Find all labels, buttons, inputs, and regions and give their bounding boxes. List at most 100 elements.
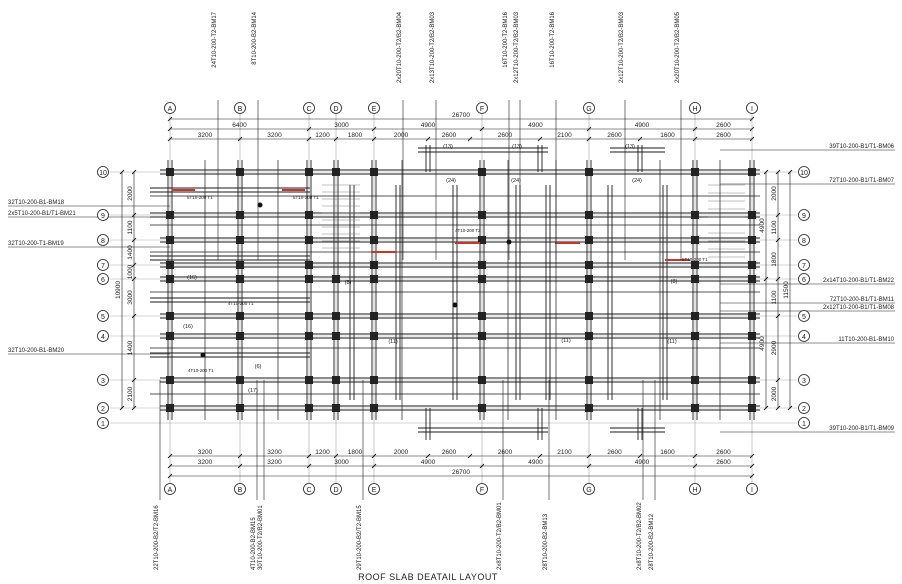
grid-label-1: 1 bbox=[101, 421, 105, 428]
right-dim-secondary-tick bbox=[763, 405, 769, 411]
grid-bubble-f bbox=[476, 102, 488, 114]
grid-label-i: I bbox=[751, 487, 753, 494]
grid-bubble-10 bbox=[97, 166, 109, 178]
right-dim-overall-tick bbox=[787, 169, 793, 175]
grid-label-10: 10 bbox=[800, 170, 808, 177]
column bbox=[166, 404, 174, 412]
grid-bubble-8 bbox=[798, 234, 810, 246]
callout-bottom: 28T10-200-B2-BM12 bbox=[649, 513, 655, 570]
callout-right: 39T10-200-B1/T1-BM06 bbox=[829, 144, 894, 150]
right-dim-segments-tick bbox=[775, 169, 781, 175]
top-dim-row-b-tick bbox=[237, 136, 243, 142]
grid-label-f: F bbox=[480, 106, 484, 113]
column bbox=[370, 312, 378, 320]
column bbox=[236, 404, 244, 412]
column bbox=[370, 376, 378, 384]
grid-label-8: 8 bbox=[802, 238, 806, 245]
grid-bubble-i bbox=[746, 102, 758, 114]
grid-label-6: 6 bbox=[802, 277, 806, 284]
top-dim-row-a-tick bbox=[479, 126, 485, 132]
bottom-dim-row-a-tick bbox=[333, 453, 339, 459]
column bbox=[748, 404, 756, 412]
column bbox=[748, 312, 756, 320]
column bbox=[305, 404, 313, 412]
left-dim-segments-text: 1400 bbox=[127, 340, 134, 355]
right-dim-secondary-text: 4900 bbox=[759, 336, 766, 351]
grid-bubble-10 bbox=[798, 166, 810, 178]
grid-bubble-3 bbox=[97, 374, 109, 386]
right-dim-segments-text: 1800 bbox=[771, 252, 778, 267]
left-dim-segments-tick bbox=[131, 262, 137, 268]
column bbox=[691, 261, 699, 269]
rebar-dot bbox=[200, 352, 206, 358]
grid-label-2: 2 bbox=[802, 406, 806, 413]
top-dim-row-b-text: 3200 bbox=[198, 132, 213, 139]
bottom-dim-row-b-tick bbox=[692, 463, 698, 469]
column bbox=[166, 236, 174, 244]
grid-label-f: F bbox=[480, 487, 484, 494]
column bbox=[236, 376, 244, 384]
bar-tag: (24) bbox=[511, 178, 521, 184]
callout-top: 16T10-200-T2-BM16 bbox=[503, 11, 509, 67]
column bbox=[478, 404, 486, 412]
column bbox=[585, 312, 593, 320]
column bbox=[332, 376, 340, 384]
rebar-lines bbox=[150, 160, 760, 420]
callout-left: 32T10-200-T1-BM19 bbox=[8, 241, 64, 247]
column bbox=[478, 261, 486, 269]
column bbox=[236, 275, 244, 283]
column bbox=[585, 332, 593, 340]
bottom-dim-row-a-text: 1200 bbox=[315, 449, 330, 456]
callout-top: 2x13T10-200-T2/B2-BM03 bbox=[430, 11, 436, 83]
right-dim-segments-tick bbox=[775, 313, 781, 319]
column bbox=[332, 275, 340, 283]
bottom-dim-row-a-tick bbox=[586, 453, 592, 459]
top-dim-row-b-tick bbox=[637, 136, 643, 142]
bottom-dim-row-a-text: 2600 bbox=[716, 449, 731, 456]
callout-top: 2x12T10-200-T2/B2-BM03 bbox=[619, 11, 625, 83]
grid-label-e: E bbox=[372, 106, 377, 113]
bar-tag: (11) bbox=[667, 339, 677, 345]
grid-label-4: 4 bbox=[802, 334, 806, 341]
callout-bottom: 4T10-200-B2-BM15 bbox=[251, 517, 257, 570]
grid-label-d: D bbox=[333, 487, 338, 494]
left-dim-segments-tick bbox=[131, 405, 137, 411]
top-dim-row-b-tick bbox=[537, 136, 543, 142]
column bbox=[305, 211, 313, 219]
top-dim-row-a-tick bbox=[306, 126, 312, 132]
grid-bubble-4 bbox=[97, 330, 109, 342]
callout-bottom: 29T10-200-B2/T2-BM15 bbox=[357, 505, 363, 570]
right-dim-segments-tick bbox=[775, 237, 781, 243]
column bbox=[748, 168, 756, 176]
structural-framing bbox=[150, 145, 760, 440]
grid-bubble-g bbox=[583, 483, 595, 495]
grid-bubble-2 bbox=[798, 402, 810, 414]
bar-tag: (24) bbox=[632, 178, 642, 184]
bar-tags: (13)(13)(13)(24)(24)(24)(11)(11)(11)(16)… bbox=[183, 144, 708, 394]
rebar-note: 5T10-200 T1 bbox=[293, 195, 319, 200]
grid-label-10: 10 bbox=[99, 170, 107, 177]
column bbox=[166, 312, 174, 320]
column bbox=[305, 312, 313, 320]
callout-top: 2x20T10-200-T2/B2-BM04 bbox=[397, 11, 403, 83]
bottom-dim-row-b-text: 4900 bbox=[528, 459, 543, 466]
bottom-dim-row-a-text: 2100 bbox=[557, 449, 572, 456]
left-dim-segments-text: 1000 bbox=[127, 264, 134, 279]
column bbox=[478, 376, 486, 384]
column bbox=[305, 275, 313, 283]
top-dim-row-a-text: 3000 bbox=[334, 122, 349, 129]
bottom-dim-overall-text: 26700 bbox=[452, 469, 470, 476]
grid-label-d: D bbox=[333, 106, 338, 113]
drawing-title: ROOF SLAB DEATAIL LAYOUT bbox=[358, 572, 498, 582]
bottom-dim-row-b-text: 2600 bbox=[716, 459, 731, 466]
bottom-dim-row-b-text: 3000 bbox=[334, 459, 349, 466]
callout-top: 2x12T10-200-T2/B2-BM03 bbox=[514, 11, 520, 83]
grid-label-8: 8 bbox=[101, 238, 105, 245]
callout-right: 2x12T10-200-B1/T1-BM08 bbox=[823, 305, 895, 311]
column bbox=[370, 275, 378, 283]
callout-left: 32T10-200-B1-BM20 bbox=[8, 348, 65, 354]
column bbox=[370, 261, 378, 269]
callout-top: 24T10-200-T2-BM17 bbox=[212, 11, 218, 67]
